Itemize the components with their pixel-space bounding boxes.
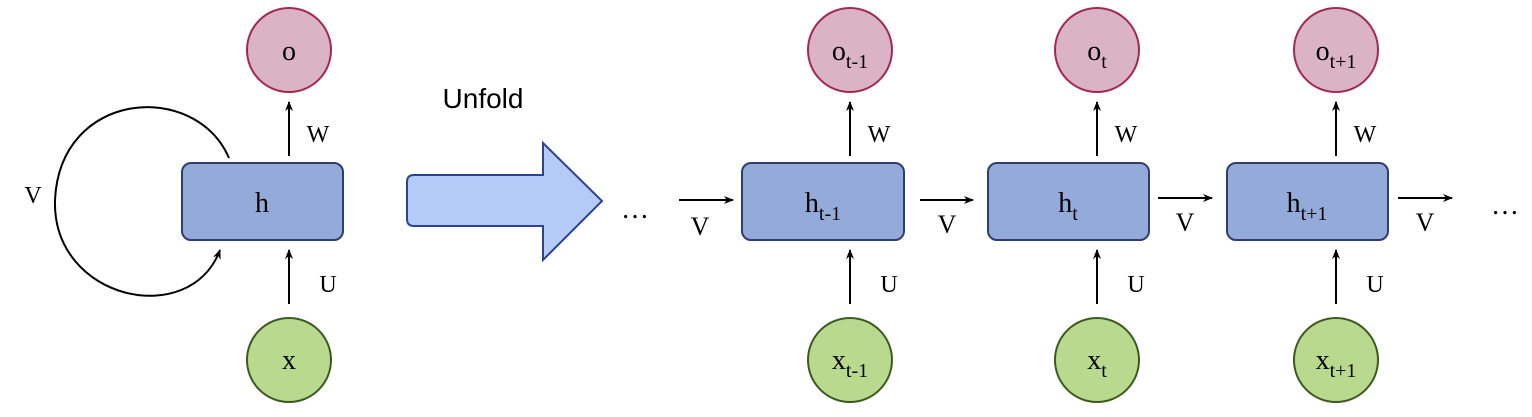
w-label: W [307,122,330,148]
hidden-label: ht+1 [1287,188,1328,225]
u-label: U [319,272,336,298]
output-label: ot [1087,36,1107,73]
input-node [246,317,332,403]
input-label: xt+1 [1316,345,1357,382]
u-label: U [880,272,897,298]
folded-rnn: o h x W U V [24,7,344,403]
hidden-label: ht-1 [805,188,841,225]
output-node [246,7,332,93]
unfold-arrow-icon [406,140,604,263]
input-node [807,317,893,403]
v-label: V [691,212,710,241]
w-label: W [868,122,891,148]
recurrent-loop-arrow [53,106,230,297]
output-label: ot-1 [832,36,868,73]
output-node [1054,7,1140,93]
u-label: U [1366,272,1383,298]
w-label: W [1354,122,1377,148]
hidden-label: h [255,188,269,219]
time-step-t-minus-1: ot-1 ht-1 xt-1 W U [741,7,905,403]
input-node [1293,317,1379,403]
input-label: x [282,345,296,376]
output-node [807,7,893,93]
output-label: ot+1 [1316,36,1357,73]
u-label: U [1127,272,1144,298]
ellipsis-right: … [1491,190,1519,221]
hidden-node [987,162,1150,241]
hidden-node [741,162,905,241]
w-label: W [1115,122,1138,148]
recurrent-arrows: V V V V [679,194,1453,241]
hidden-label: ht [1058,188,1078,225]
output-node [1293,7,1379,93]
v-label: V [1416,208,1435,237]
input-label: xt [1087,345,1107,382]
hidden-node [181,162,344,241]
time-step-t-plus-1: ot+1 ht+1 xt+1 W U [1226,7,1389,403]
time-step-t: ot ht xt W U [987,7,1150,403]
v-label: V [938,210,957,239]
hidden-node [1226,162,1389,241]
output-label: o [282,36,296,67]
input-node [1054,317,1140,403]
v-label: V [1176,208,1195,237]
unfold-label: Unfold [443,83,524,114]
v-label: V [24,183,42,209]
input-label: xt-1 [832,345,868,382]
ellipsis-left: … [621,194,649,225]
